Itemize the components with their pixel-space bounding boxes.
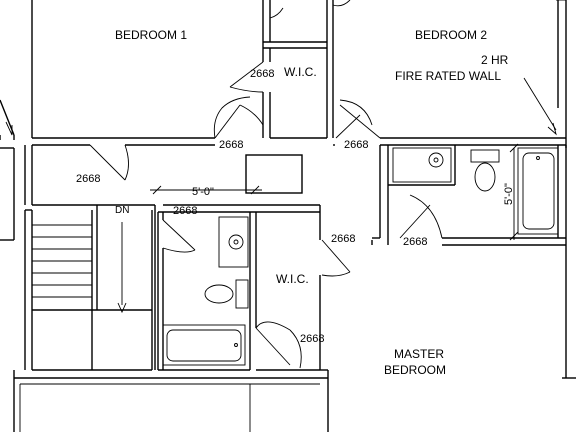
door-label-bedroom-2: 2668 — [344, 139, 368, 151]
toilet-center — [235, 279, 249, 309]
sink-center — [218, 216, 249, 268]
tub-right — [517, 147, 559, 235]
fixtures — [162, 147, 559, 366]
doors — [89, 61, 443, 369]
room-label-master-line1: MASTER — [394, 347, 444, 361]
room-label-wic-lower: W.I.C. — [276, 272, 309, 286]
room-label-bedroom-2: BEDROOM 2 — [415, 28, 487, 42]
fire-wall-leader — [523, 77, 557, 131]
door-label-bedroom-1: 2668 — [219, 139, 243, 151]
door-label-bath: 2668 — [173, 205, 197, 217]
door-label-hall-closet: 2668 — [76, 173, 100, 185]
dimension-lines — [5, 77, 557, 241]
room-label-master-line2: BEDROOM — [384, 363, 446, 377]
sink-right — [392, 147, 452, 183]
fire-wall-note-line1: 2 HR — [481, 53, 509, 67]
toilet-right — [470, 149, 500, 163]
door-label-wic-lower: 2668 — [300, 333, 324, 345]
door-label-hall-right: 2668 — [331, 233, 355, 245]
dimension-bath-width: 5'-0" — [503, 183, 515, 205]
door-label-bath-2: 2668 — [403, 236, 427, 248]
room-label-bedroom-1: BEDROOM 1 — [115, 28, 187, 42]
tub-center — [162, 324, 246, 366]
landing-table — [245, 154, 303, 194]
stair-treads — [32, 222, 127, 314]
dimension-hall-width: 5'-0" — [192, 186, 214, 198]
door-label-wic-upper: 2668 — [250, 68, 274, 80]
fire-wall-note-line2: FIRE RATED WALL — [395, 69, 501, 83]
stair-dn-label: DN — [115, 205, 129, 216]
room-label-wic-upper: W.I.C. — [284, 65, 317, 79]
